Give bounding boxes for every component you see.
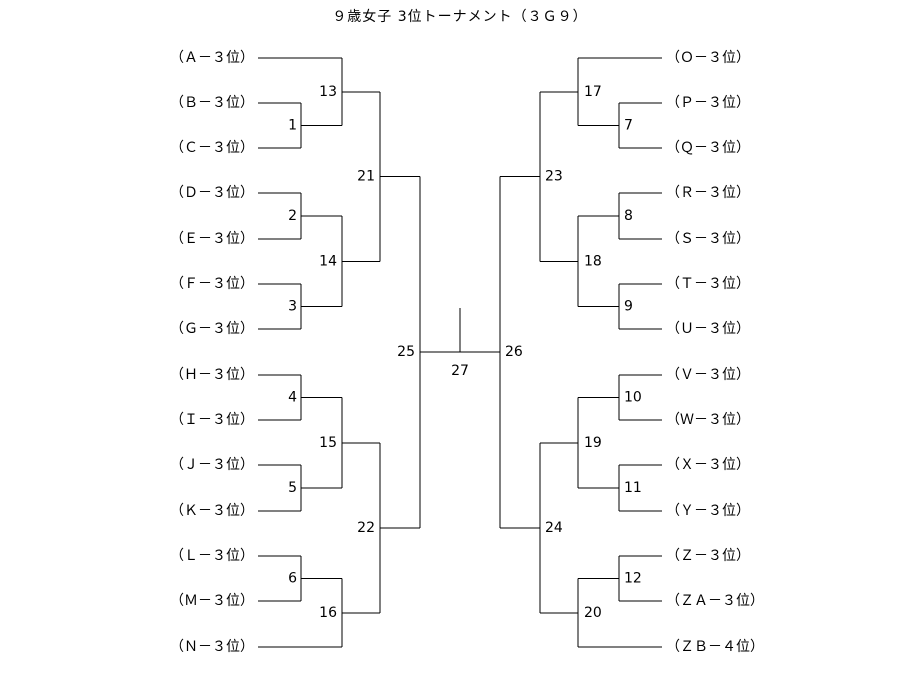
team-label-left: （Ｃ－３位） bbox=[170, 140, 254, 156]
team-label-right: （Ｑ－３位） bbox=[666, 140, 750, 156]
match-number: 26 bbox=[505, 344, 523, 360]
team-label-right: （Ｘ－３位） bbox=[666, 457, 750, 473]
team-label-right: （Ｐ－３位） bbox=[666, 95, 750, 111]
team-label-left: （Ｎ－３位） bbox=[170, 639, 254, 655]
match-number: 17 bbox=[584, 84, 602, 100]
team-label-right: （Ｓ－３位） bbox=[666, 231, 750, 247]
team-label-left: （Ｊ－３位） bbox=[170, 457, 254, 473]
match-number: 25 bbox=[397, 344, 415, 360]
team-label-left: （Ｆ－３位） bbox=[170, 276, 254, 292]
team-label-right: （Ｔ－３位） bbox=[666, 276, 750, 292]
match-number: 19 bbox=[584, 435, 602, 451]
team-label-left: （Ａ－３位） bbox=[170, 50, 254, 66]
match-number: 27 bbox=[451, 363, 469, 379]
team-label-left: （Ｂ－３位） bbox=[170, 95, 254, 111]
match-number: 6 bbox=[288, 571, 297, 587]
match-number: 10 bbox=[624, 390, 642, 406]
team-label-right: （ＺＢ－４位） bbox=[666, 639, 764, 655]
match-number: 4 bbox=[288, 390, 297, 406]
team-label-left: （Ｉ－３位） bbox=[170, 412, 254, 428]
match-number: 13 bbox=[319, 84, 337, 100]
match-number: 7 bbox=[624, 118, 633, 134]
match-number: 2 bbox=[288, 208, 297, 224]
match-number: 18 bbox=[584, 253, 602, 269]
match-number: 24 bbox=[545, 520, 563, 536]
match-number: 15 bbox=[319, 435, 337, 451]
match-number: 3 bbox=[288, 299, 297, 315]
team-label-left: （Ｄ－３位） bbox=[170, 185, 254, 201]
team-label-left: （Ｍ－３位） bbox=[170, 593, 254, 609]
team-label-right: （Ｙ－３位） bbox=[666, 503, 750, 519]
team-label-right: （Ｏ－３位） bbox=[666, 50, 750, 66]
match-number: 12 bbox=[624, 571, 642, 587]
team-label-right: （Ｗ－３位） bbox=[666, 412, 750, 428]
bracket-lines bbox=[258, 57, 662, 648]
match-number: 5 bbox=[288, 480, 297, 496]
match-number: 8 bbox=[624, 208, 633, 224]
match-number: 21 bbox=[357, 169, 375, 185]
match-number: 20 bbox=[584, 605, 602, 621]
team-label-right: （Ｖ－３位） bbox=[666, 367, 750, 383]
match-number: 14 bbox=[319, 253, 337, 269]
match-number: 16 bbox=[319, 605, 337, 621]
team-label-left: （Ｈ－３位） bbox=[170, 367, 254, 383]
team-label-left: （Ｇ－３位） bbox=[170, 321, 254, 337]
team-label-right: （Ｒ－３位） bbox=[666, 185, 750, 201]
bracket-title: ９歳女子 3位トーナメント（３Ｇ９） bbox=[332, 9, 588, 25]
match-number: 23 bbox=[545, 169, 563, 185]
bracket-labels: （Ａ－３位） （Ｂ－３位） （Ｃ－３位） （Ｄ－３位） （Ｅ－３位） （Ｆ－３位） （Ｇ－３… bbox=[170, 50, 764, 655]
team-label-left: （Ｌ－３位） bbox=[170, 548, 254, 564]
team-label-right: （ＺＡ－３位） bbox=[666, 593, 764, 609]
team-label-right: （Ｚ－３位） bbox=[666, 548, 750, 564]
match-number: 9 bbox=[624, 299, 633, 315]
team-label-right: （Ｕ－３位） bbox=[666, 321, 750, 337]
match-number: 22 bbox=[357, 520, 375, 536]
match-number: 1 bbox=[288, 118, 297, 134]
team-label-left: （Ｋ－３位） bbox=[170, 503, 254, 519]
match-number: 11 bbox=[624, 480, 642, 496]
team-label-left: （Ｅ－３位） bbox=[170, 231, 254, 247]
